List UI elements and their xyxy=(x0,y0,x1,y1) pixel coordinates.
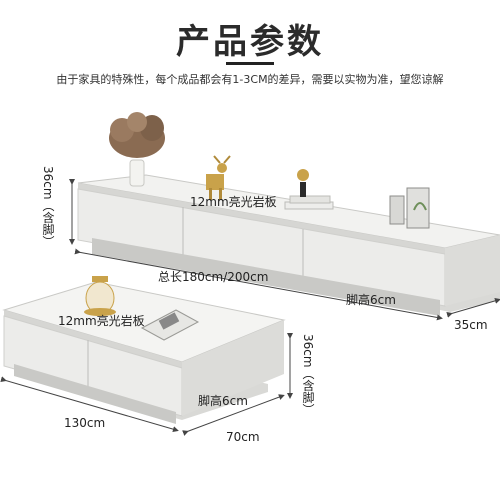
tv-depth-dimension xyxy=(446,297,500,318)
tv-cabinet-slab-edge xyxy=(78,183,445,254)
pampas-vase-decor xyxy=(109,112,165,187)
tv-cabinet-depth-label: 35cm xyxy=(454,318,488,332)
tv-cabinet-top-label: 12mm亮光岩板 xyxy=(190,195,277,209)
candle-holders-decor xyxy=(389,187,430,229)
deer-figurine-decor xyxy=(206,155,231,200)
table-length-dimension xyxy=(0,376,179,433)
tv-cabinet-length-label: 总长180cm/200cm xyxy=(158,270,269,284)
coffee-table-side xyxy=(182,320,284,416)
coffee-table-width-label: 70cm xyxy=(226,430,260,444)
title-underline xyxy=(226,62,274,65)
size-variance-note: 由于家具的特殊性，每个成品都会有1-3CM的差异，需要以实物为准，望您谅解 xyxy=(56,73,444,86)
tv-cabinet-leg-label: 脚高6cm xyxy=(346,293,396,307)
coffee-table-length-label: 130cm xyxy=(64,416,106,430)
coffee-table-top-label: 12mm亮光岩板 xyxy=(58,314,145,328)
page-title: 产品参数 xyxy=(176,22,324,62)
sculpture-books-decor xyxy=(284,169,334,210)
coffee-table-slab-edge xyxy=(4,310,182,368)
coffee-table-leg-label: 脚高6cm xyxy=(198,394,248,408)
tv-length-dimension xyxy=(74,248,443,321)
coffee-table-height-label: 36cm（含脚） xyxy=(301,334,315,416)
tv-cabinet-side xyxy=(445,235,500,306)
table-width-dimension xyxy=(182,394,285,436)
tv-cabinet-top-slab xyxy=(77,174,500,249)
lantern-decor xyxy=(84,276,116,316)
tv-cabinet-height-label: 36cm（含脚） xyxy=(41,166,55,248)
